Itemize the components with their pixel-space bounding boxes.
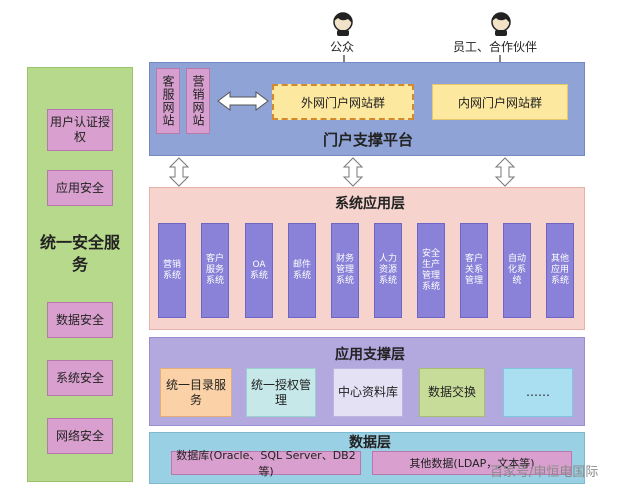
- module-oa: OA系统: [245, 223, 273, 318]
- staff-user-icon: [491, 12, 511, 36]
- support-data-exchange: 数据交换: [419, 368, 485, 417]
- other-data-box: 其他数据(LDAP，文本等): [372, 451, 572, 475]
- security-item-auth: 用户认证授权: [47, 109, 113, 151]
- module-mail: 邮件系统: [288, 223, 316, 318]
- module-hr: 人力资源系统: [374, 223, 402, 318]
- module-marketing: 营销系统: [158, 223, 186, 318]
- security-item-system: 系统安全: [47, 360, 113, 396]
- double-arrow-icon: [217, 91, 269, 111]
- application-support-title: 应用支撑层: [335, 347, 405, 363]
- up-down-arrow-icon: [168, 157, 190, 187]
- module-other: 其他应用系统: [546, 223, 574, 318]
- up-down-arrow-icon: [494, 157, 516, 187]
- staff-label: 员工、合作伙伴: [453, 40, 538, 54]
- support-directory-service: 统一目录服务: [160, 368, 232, 417]
- support-central-repository: 中心资料库: [333, 368, 403, 417]
- customer-service-site: 客服网站: [156, 68, 180, 134]
- module-safety-production: 安全生产管理系统: [417, 223, 445, 318]
- data-layer-title: 数据层: [349, 435, 391, 451]
- security-item-data: 数据安全: [47, 302, 113, 338]
- watermark: 百家号/申恒电国际: [490, 465, 599, 480]
- system-application-title: 系统应用层: [335, 196, 405, 212]
- module-finance: 财务管理系统: [331, 223, 359, 318]
- up-down-arrow-icon: [342, 157, 364, 187]
- security-title: 统一安全服务: [39, 233, 120, 274]
- module-crm: 客户关系管理: [460, 223, 488, 318]
- public-label: 公众: [330, 40, 355, 54]
- support-authorization: 统一授权管理: [246, 368, 316, 417]
- security-item-app: 应用安全: [47, 170, 113, 206]
- support-more: ……: [503, 368, 573, 417]
- public-user-icon: [333, 12, 353, 36]
- database-box: 数据库(Oracle、SQL Server、DB2等): [171, 449, 361, 478]
- external-portal-group: 外网门户网站群: [272, 84, 414, 120]
- security-item-network: 网络安全: [47, 418, 113, 454]
- portal-title: 门户支撑平台: [322, 131, 413, 149]
- marketing-site: 营销网站: [186, 68, 210, 134]
- module-automation: 自动化系统: [503, 223, 531, 318]
- module-customer-service: 客户服务系统: [201, 223, 229, 318]
- internal-portal-group: 内网门户网站群: [432, 84, 568, 120]
